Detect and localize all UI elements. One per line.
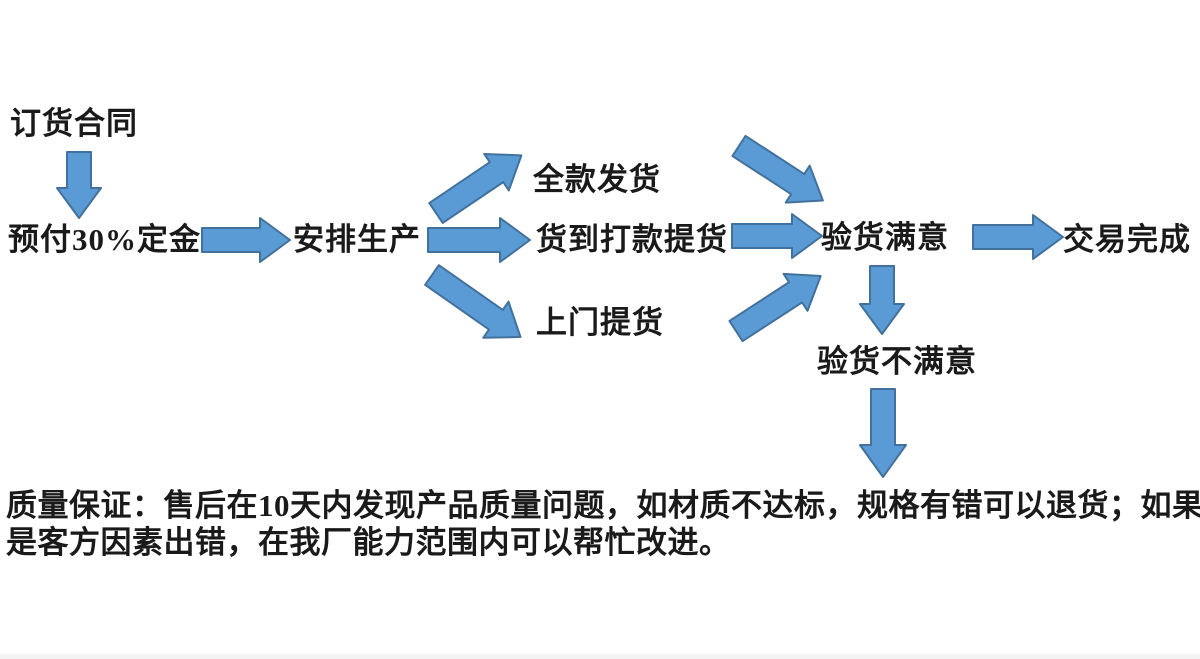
right-arrow-production-to-pay-on-delivery bbox=[427, 217, 531, 263]
down-arrow-satisfied-to-unsatisfied bbox=[859, 265, 905, 335]
down-right-arrow-full-payment-to-inspection bbox=[731, 134, 824, 204]
up-right-arrow-door-pickup-to-inspection bbox=[728, 272, 822, 343]
node-pay-on-delivery-pickup: 货到打款提货 bbox=[536, 222, 728, 257]
quality-note-line-2: 是客方因素出错，在我厂能力范围内可以帮忙改进。 bbox=[6, 525, 731, 560]
right-arrow-inspection-to-complete bbox=[972, 214, 1064, 260]
right-arrow-deposit-to-production bbox=[201, 217, 291, 263]
node-order-contract: 订货合同 bbox=[10, 106, 138, 141]
node-inspection-unsatisfied: 验货不满意 bbox=[817, 344, 977, 379]
node-deal-complete: 交易完成 bbox=[1063, 222, 1191, 257]
down-arrow-contract-to-deposit bbox=[56, 151, 102, 219]
quality-note-line-1: 质量保证：售后在10天内发现产品质量问题，如材质不达标，规格有错可以退货；如果 bbox=[6, 488, 1200, 523]
node-arrange-production: 安排生产 bbox=[293, 222, 421, 257]
down-right-arrow-production-to-door-pickup bbox=[424, 264, 522, 339]
node-deposit: 预付30%定金 bbox=[8, 222, 201, 257]
up-right-arrow-production-to-full-payment bbox=[428, 152, 523, 224]
node-full-payment-ship: 全款发货 bbox=[533, 162, 661, 197]
bottom-edge-strip bbox=[0, 654, 1200, 659]
down-arrow-unsatisfied-to-note bbox=[859, 388, 907, 478]
quality-note: 质量保证：售后在10天内发现产品质量问题，如材质不达标，规格有错可以退货；如果 … bbox=[6, 487, 1200, 561]
right-arrow-pay-on-delivery-to-inspection bbox=[731, 213, 823, 259]
node-door-pickup: 上门提货 bbox=[536, 305, 664, 340]
node-inspection-satisfied: 验货满意 bbox=[821, 220, 949, 255]
